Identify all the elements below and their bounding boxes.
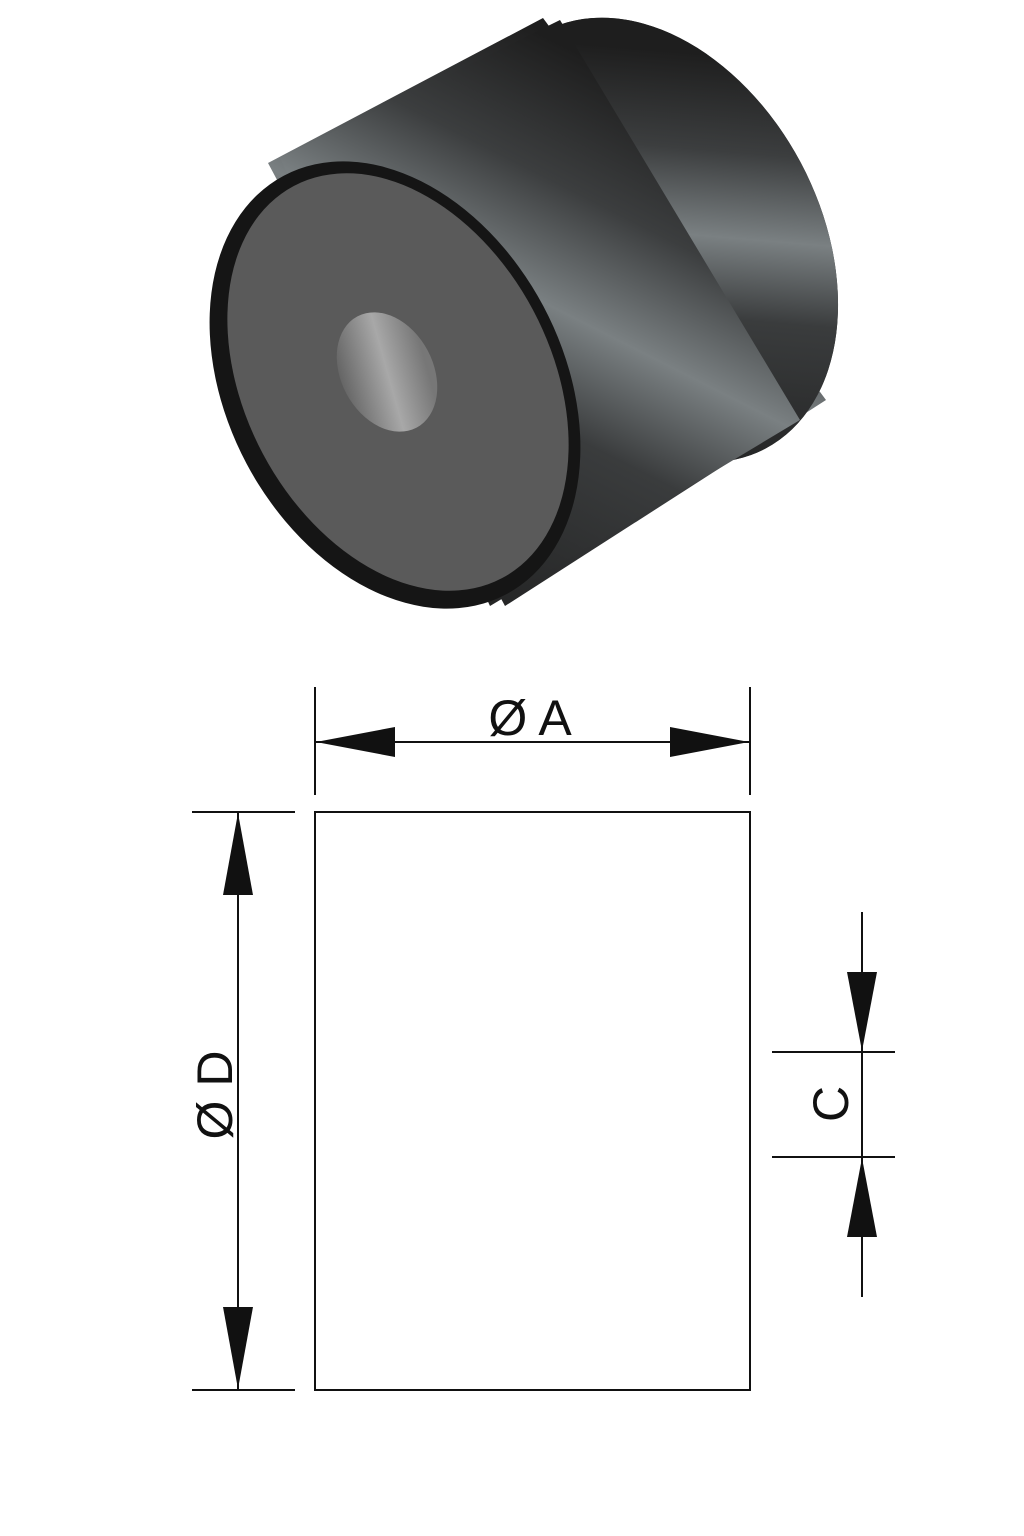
arrowhead-a-right: [670, 727, 749, 757]
arrowhead-c-bottom: [847, 1158, 877, 1237]
side-view-outline: [314, 811, 751, 1391]
arrowhead-c-top: [847, 972, 877, 1051]
arrowhead-d-top: [223, 813, 253, 895]
center-hole: [336, 312, 438, 432]
arrowhead-d-bottom: [223, 1307, 253, 1389]
label-diameter-a: Ø A: [488, 690, 572, 746]
arrowhead-a-left: [316, 727, 395, 757]
label-thickness-c: C: [803, 1086, 859, 1122]
label-diameter-d: Ø D: [187, 1051, 243, 1140]
technical-drawing: [192, 687, 895, 1391]
cylinder-render: [209, 17, 839, 609]
